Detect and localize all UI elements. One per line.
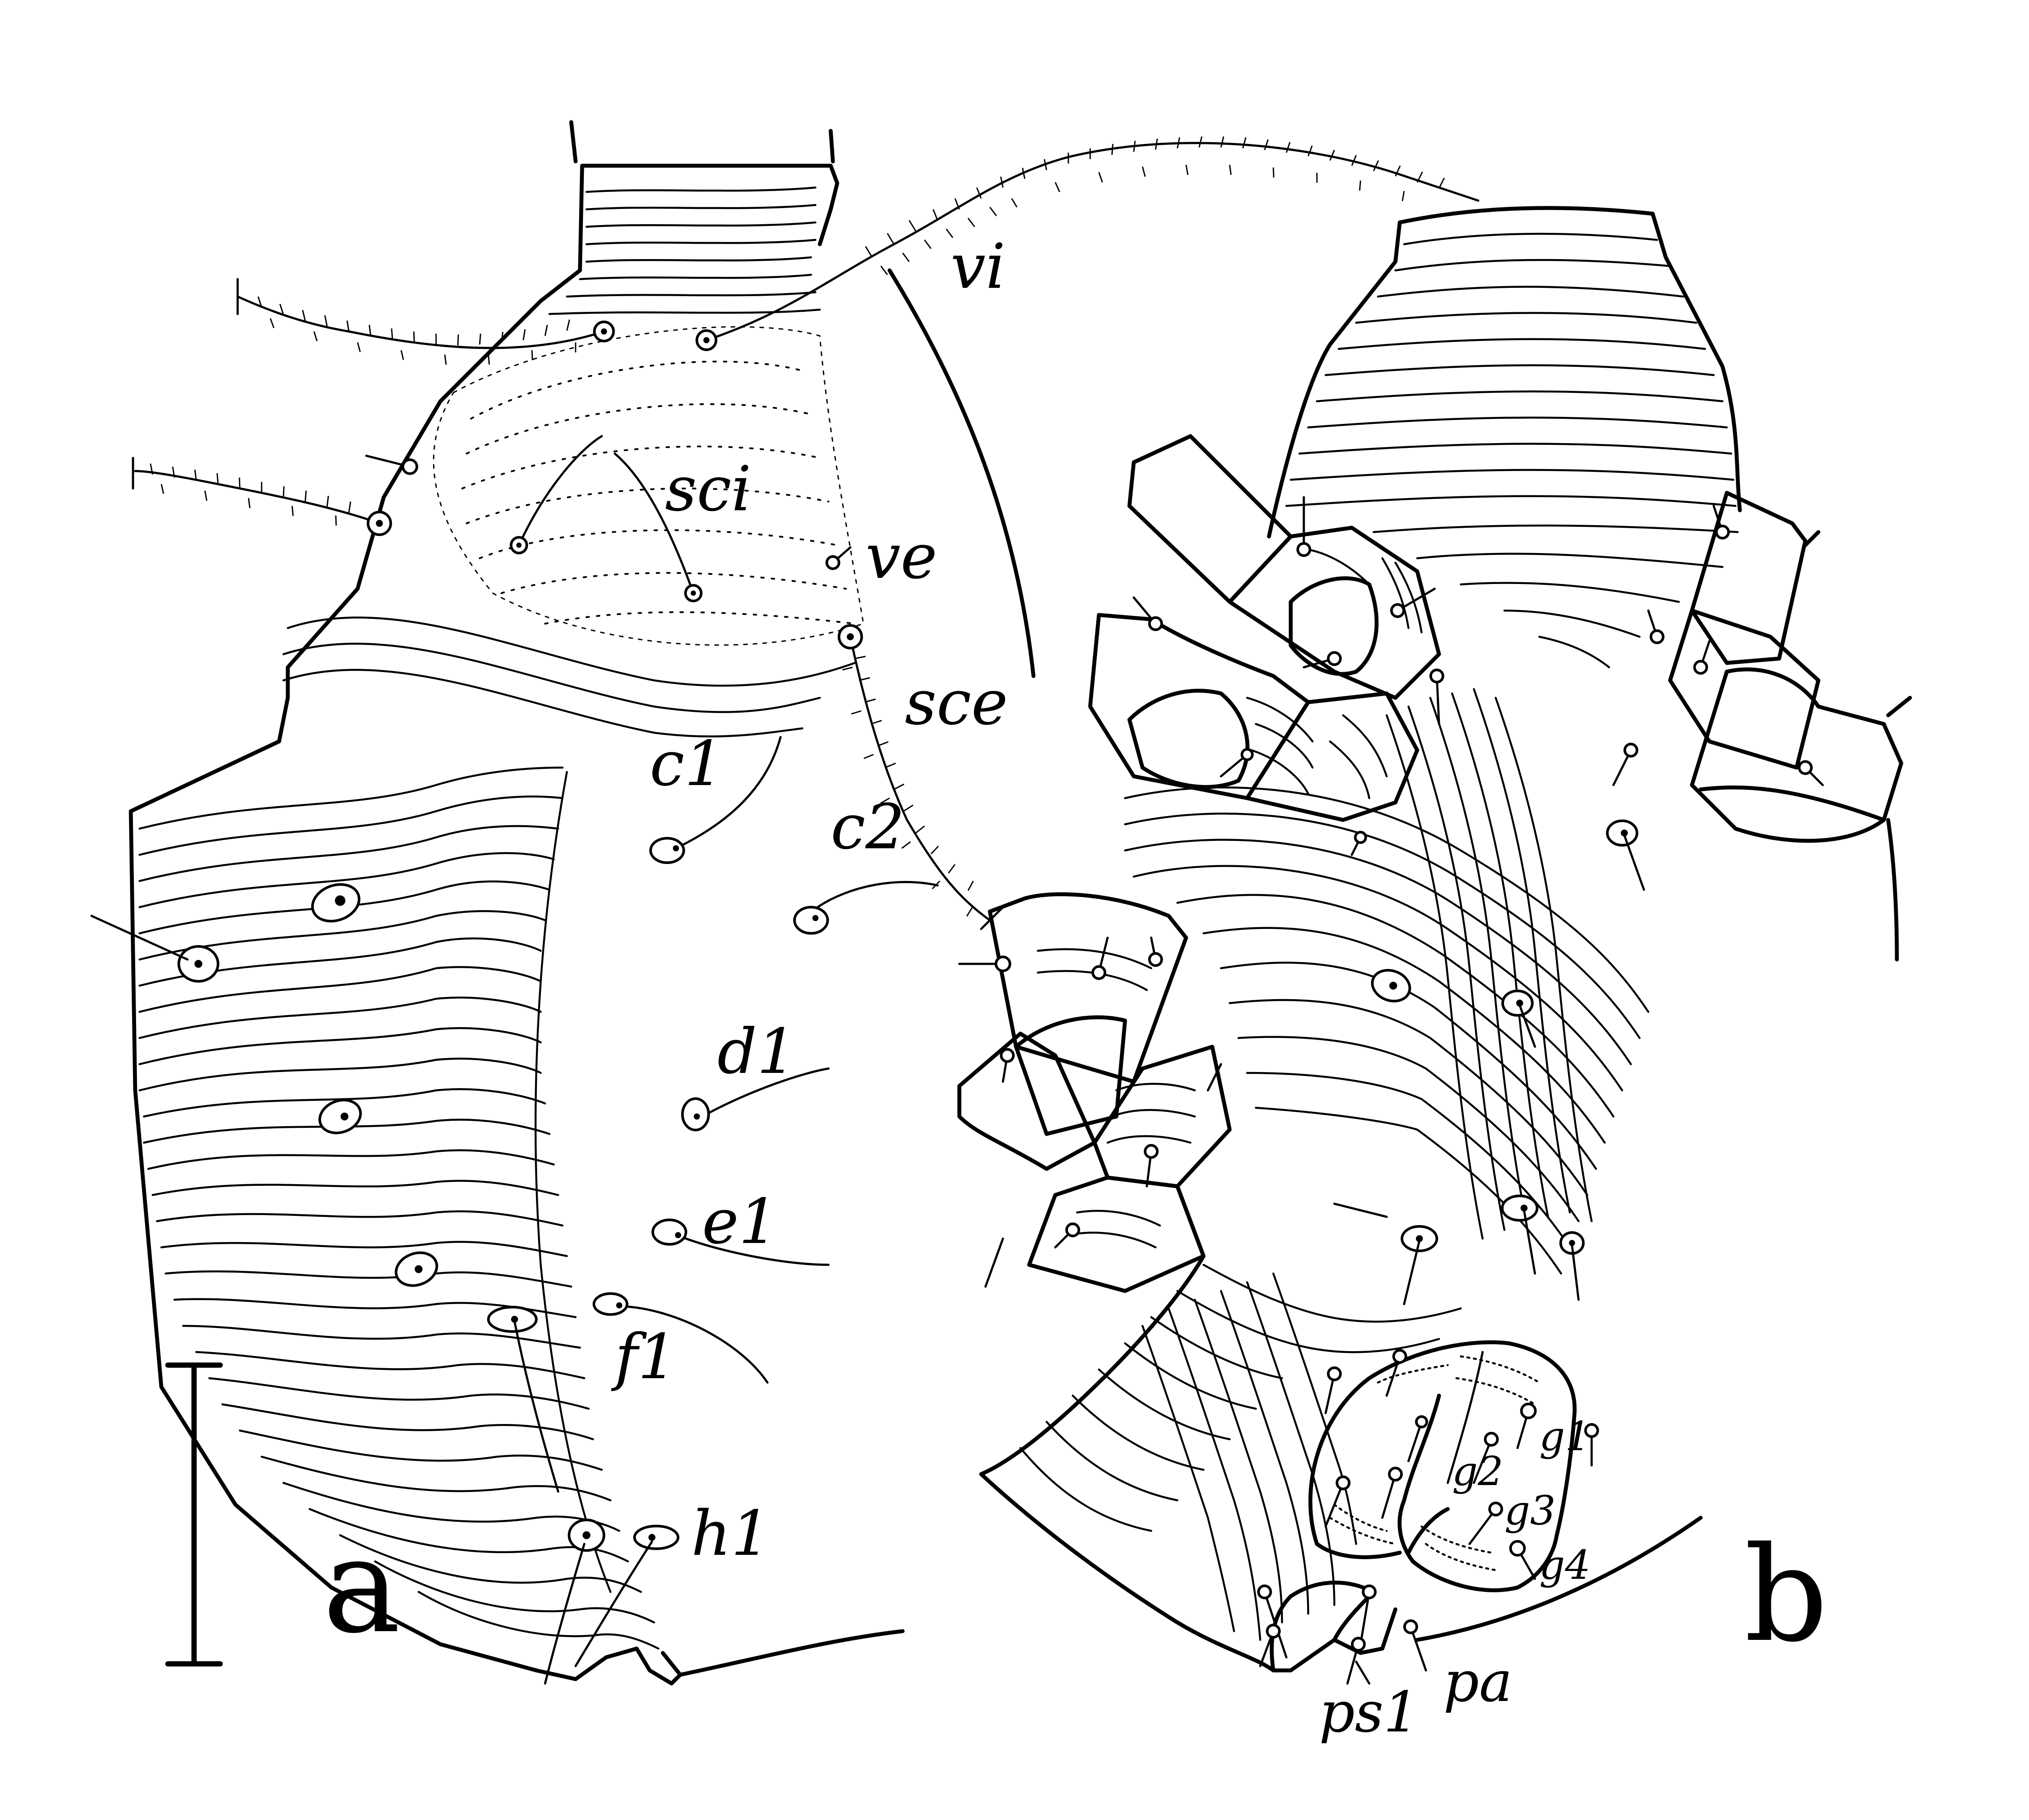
- lateral-barbed-seta-barbs: [150, 463, 351, 526]
- genital-region: [1308, 1340, 1599, 1592]
- d1-seta: [701, 1067, 830, 1118]
- label-sce: sce: [905, 667, 1008, 739]
- panel-b-ventral-view: g1 g2 g3 g4 ps1 pa b: [957, 206, 1912, 1745]
- panel-letter-a: a: [323, 1510, 401, 1662]
- panel-a-dorsal-view: vi sci ve sce c1 c2 d1 e1 f1 h1 a: [90, 120, 1480, 1686]
- sci-seta-left: [518, 435, 603, 546]
- vi-right-barbs: [865, 136, 1445, 275]
- vi-seta-left: [236, 295, 605, 349]
- ventral-anterior-outline: [1267, 206, 1742, 539]
- label-sci: sci: [665, 453, 751, 525]
- scale-bar: [165, 1362, 223, 1666]
- sce-seta: [849, 635, 991, 922]
- prodorsal-shield-punctation: [433, 326, 864, 646]
- label-vi: vi: [951, 231, 1006, 303]
- anal-region: [1257, 1581, 1427, 1685]
- label-pa: pa: [1443, 1649, 1512, 1714]
- dorsal-lateral-margin: [887, 268, 1036, 678]
- lateral-long-seta: [513, 1320, 559, 1493]
- c2-seta: [816, 881, 939, 908]
- dorsal-posterior-notch: [573, 1646, 682, 1686]
- leg-segments-anterior-right: [1668, 491, 1912, 962]
- e1-seta: [679, 1235, 830, 1266]
- leg-segments-anterior-left: [1088, 434, 1441, 822]
- label-g3: g3: [1504, 1487, 1555, 1534]
- ventral-posterior-margin: [1415, 1516, 1703, 1642]
- dorsal-posterior-margin: [678, 1629, 905, 1677]
- lateral-barbed-seta: [134, 470, 381, 525]
- h1-seta-inner: [544, 1543, 586, 1685]
- label-e1: e1: [702, 1186, 778, 1258]
- central-field-edge: [534, 771, 612, 1593]
- f1-seta: [620, 1305, 769, 1384]
- h1-seta: [574, 1540, 653, 1667]
- leg-segments-posterior-left: [957, 892, 1232, 1293]
- ventral-body-outline: [979, 1184, 1398, 1673]
- label-ve: ve: [866, 521, 937, 593]
- c1-seta: [679, 736, 782, 847]
- ventral-anterior-striae: [1285, 232, 1739, 669]
- vi-seta-right: [705, 142, 1480, 341]
- propodosoma-striae: [548, 186, 821, 315]
- dorsal-top-stub: [569, 120, 835, 164]
- label-f1: f1: [611, 1321, 677, 1393]
- panel-letter-b: b: [1744, 1519, 1828, 1671]
- sci-seta-right: [614, 452, 695, 594]
- vi-left-barbs: [257, 296, 576, 365]
- label-c2: c2: [831, 791, 905, 863]
- label-g4: g4: [1539, 1542, 1590, 1588]
- dorsal-setae: [90, 136, 1480, 1685]
- label-c1: c1: [650, 728, 724, 800]
- hysterosoma-striae-left: [138, 616, 856, 1650]
- label-g2: g2: [1452, 1448, 1503, 1495]
- dorsal-body-outline: [129, 164, 839, 1681]
- label-ps1: ps1: [1319, 1680, 1419, 1745]
- label-h1: h1: [691, 1498, 771, 1570]
- label-d1: d1: [717, 1016, 796, 1088]
- label-g1: g1: [1539, 1413, 1590, 1460]
- sce-seta-barbs: [842, 656, 974, 917]
- ventral-setae: [958, 496, 1824, 1305]
